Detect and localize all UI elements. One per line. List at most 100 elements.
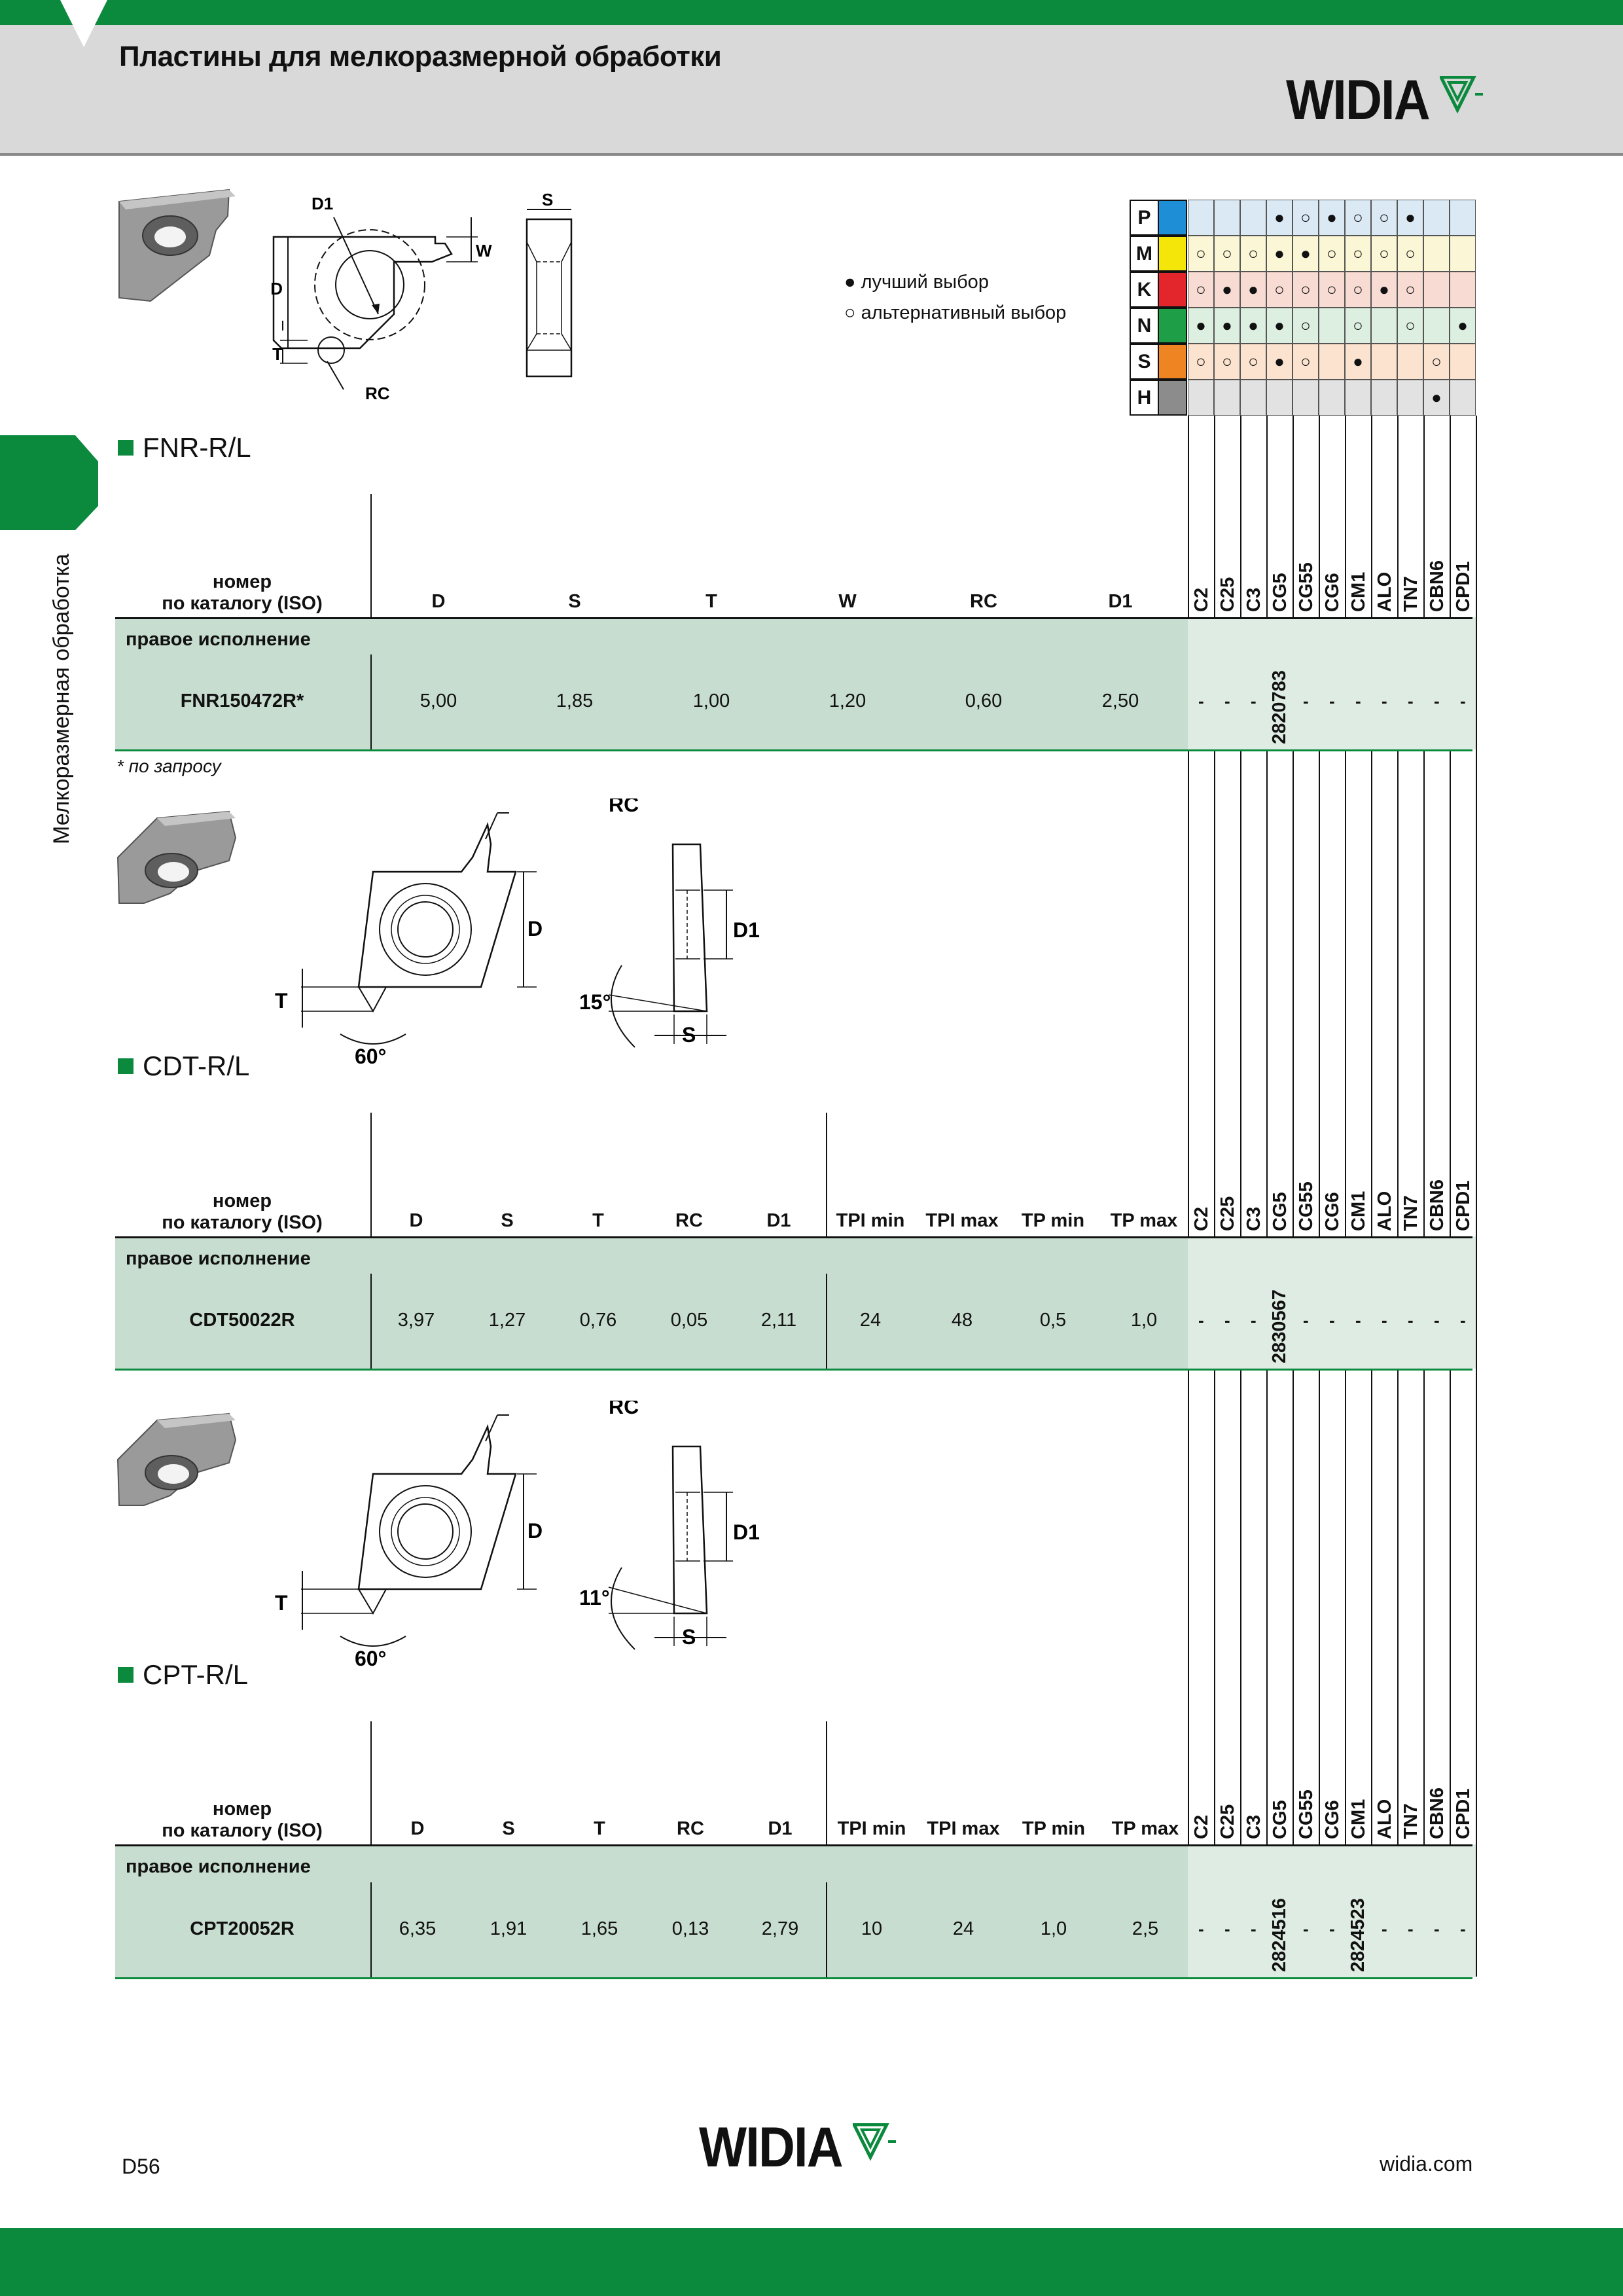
grade-label: C3	[1243, 1814, 1264, 1839]
grade-label: TN7	[1400, 576, 1421, 612]
column-header: TPI max	[927, 1818, 1000, 1839]
grade-column-line	[1423, 416, 1425, 1977]
grade-unavailable: -	[1355, 1310, 1361, 1330]
grade-label: CM1	[1348, 1191, 1369, 1231]
grade-unavailable: -	[1382, 1919, 1387, 1939]
table-cell: 0,60	[965, 691, 1003, 711]
grade-label: CG5	[1270, 573, 1291, 612]
material-cell	[1450, 236, 1476, 272]
grade-order-number[interactable]: 2824523	[1347, 1898, 1368, 1972]
grade-unavailable: -	[1382, 1310, 1387, 1330]
grade-order-number[interactable]: 2820783	[1269, 670, 1290, 744]
material-color-N	[1158, 308, 1187, 344]
svg-text:60°: 60°	[355, 1045, 386, 1068]
material-cell: ○	[1293, 344, 1319, 380]
row-band	[115, 1844, 1188, 1977]
grade-label: C25	[1217, 577, 1238, 612]
material-cell: ●	[1240, 308, 1266, 344]
table-cell: 3,97	[397, 1310, 435, 1331]
grade-unavailable: -	[1224, 1310, 1230, 1330]
section-title: CPT-R/L	[118, 1659, 248, 1691]
column-header: S	[502, 1818, 515, 1839]
grade-band	[1188, 1844, 1476, 1977]
grade-order-number[interactable]: 2830567	[1269, 1289, 1290, 1363]
grade-label: CBN6	[1427, 1787, 1448, 1839]
grade-unavailable: -	[1408, 1919, 1414, 1939]
material-cell: ●	[1345, 344, 1371, 380]
column-header: TP max	[1110, 1210, 1178, 1231]
svg-text:60°: 60°	[355, 1647, 386, 1670]
material-cell: ●	[1188, 308, 1214, 344]
material-P: P	[1130, 200, 1159, 236]
cdt-drawing: RC D T 60° D1 15° S	[116, 798, 760, 1068]
grade-unavailable: -	[1382, 691, 1387, 711]
material-color-K	[1158, 272, 1187, 308]
table-cell: 2,50	[1101, 691, 1139, 711]
material-cell	[1397, 380, 1423, 416]
column-divider	[370, 1274, 372, 1369]
grade-band	[1188, 1236, 1476, 1369]
material-cell: ○	[1345, 308, 1371, 344]
material-cell: ○	[1214, 236, 1240, 272]
grade-unavailable: -	[1434, 1310, 1440, 1330]
iso-label-line: по каталогу (ISO)	[162, 593, 323, 615]
widia-logo: WIDIA	[1286, 72, 1486, 128]
table-cell: 0,05	[670, 1310, 708, 1331]
svg-text:T: T	[272, 344, 283, 364]
svg-text:T: T	[275, 1591, 288, 1615]
section-title: FNR-R/L	[118, 432, 251, 463]
sidebar-label: Мелкоразмерная обработка	[49, 553, 74, 844]
cpt-insert-image	[116, 1412, 237, 1506]
material-M: M	[1130, 236, 1159, 272]
column-header: TP min	[1022, 1818, 1086, 1839]
material-cell	[1214, 380, 1240, 416]
page-number: D56	[122, 2155, 160, 2178]
grade-label: ALO	[1374, 1191, 1395, 1231]
material-cell	[1423, 272, 1450, 308]
catalog-code[interactable]: CDT50022R	[189, 1310, 295, 1331]
material-cell	[1423, 200, 1450, 236]
column-divider	[370, 1113, 372, 1236]
material-color-S	[1158, 344, 1187, 380]
grade-unavailable: -	[1460, 1310, 1466, 1330]
column-header: S	[568, 591, 581, 612]
right-version-label: правое исполнение	[126, 629, 311, 650]
footer-url[interactable]: widia.com	[1380, 2152, 1473, 2176]
material-cell: ●	[1266, 308, 1293, 344]
grade-label: CG6	[1322, 1192, 1343, 1231]
material-cell: ○	[1293, 200, 1319, 236]
table-cell: 48	[951, 1310, 973, 1331]
row-rule	[115, 1369, 1472, 1371]
material-cell: ○	[1345, 200, 1371, 236]
material-color-P	[1158, 200, 1187, 236]
column-header: RC	[970, 591, 997, 612]
column-header: TPI min	[836, 1210, 905, 1231]
material-cell	[1240, 200, 1266, 236]
catalog-code[interactable]: FNR150472R*	[180, 691, 304, 711]
right-version-label: правое исполнение	[126, 1856, 311, 1877]
grade-label: CM1	[1348, 1799, 1369, 1839]
catalog-code[interactable]: CPT20052R	[190, 1918, 294, 1939]
table-cell: 1,91	[490, 1918, 527, 1939]
header-rule	[115, 1236, 1472, 1238]
header-rule	[115, 617, 1472, 619]
grade-unavailable: -	[1329, 691, 1335, 711]
material-cell: ○	[1345, 272, 1371, 308]
footer-widia-triangle-icon	[853, 2123, 897, 2161]
footnote: * по запросу	[116, 756, 221, 776]
grade-label: C2	[1191, 587, 1212, 612]
table-cell: 1,0	[1040, 1918, 1067, 1939]
table-cell: 0,13	[671, 1918, 709, 1939]
material-cell: ●	[1266, 344, 1293, 380]
grade-label: CG5	[1270, 1800, 1291, 1839]
grade-label: CPD1	[1453, 1180, 1474, 1231]
column-divider	[370, 1721, 372, 1844]
grade-order-number[interactable]: 2824516	[1269, 1898, 1290, 1972]
row-band	[115, 617, 1188, 749]
material-cell: ○	[1397, 308, 1423, 344]
grade-label: ALO	[1374, 571, 1395, 612]
grade-column-line	[1371, 416, 1372, 1977]
column-header: TP max	[1111, 1818, 1179, 1839]
material-cell	[1450, 380, 1476, 416]
column-header: TP min	[1021, 1210, 1085, 1231]
